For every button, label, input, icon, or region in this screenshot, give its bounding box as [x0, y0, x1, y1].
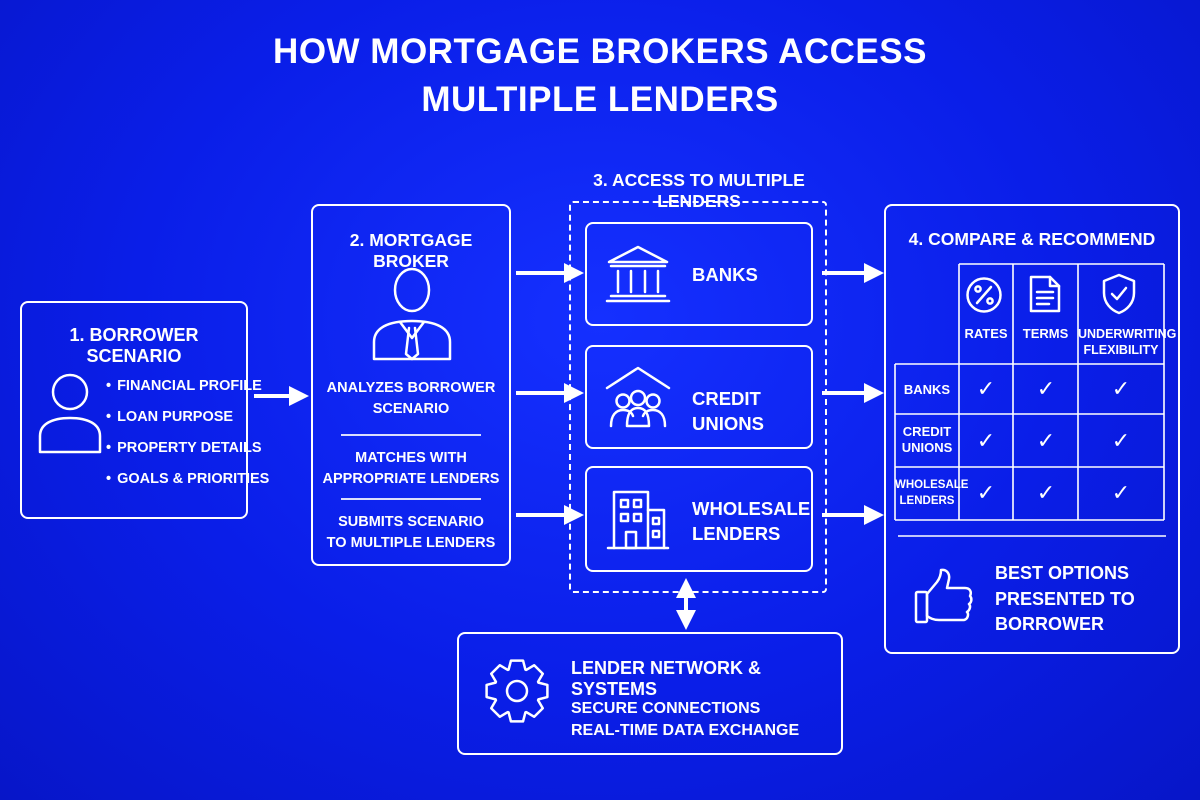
check-mark: ✓: [976, 428, 996, 453]
lender-network-panel: LENDER NETWORK & SYSTEMS SECURE CONNECTI…: [457, 632, 843, 755]
broker-step-submit: SUBMITS SCENARIO TO MULTIPLE LENDERS: [313, 512, 509, 554]
step-line: MATCHES WITH: [355, 450, 467, 466]
step-line: APPROPRIATE LENDERS: [322, 471, 500, 487]
thumbs-up-icon: [914, 568, 973, 624]
network-heading: LENDER NETWORK & SYSTEMS: [571, 658, 761, 699]
divider: [341, 498, 481, 500]
percent-icon: [966, 277, 1002, 313]
network-details: SECURE CONNECTIONS REAL-TIME DATA EXCHAN…: [571, 698, 799, 742]
divider: [341, 434, 481, 436]
column-header-line: FLEXIBILITY: [1083, 343, 1159, 357]
list-item: FINANCIAL PROFILE: [106, 374, 269, 405]
network-line: REAL-TIME DATA EXCHANGE: [571, 722, 800, 739]
lender-card-credit-unions: CREDIT UNIONS: [585, 345, 813, 449]
page-title: HOW MORTGAGE BROKERS ACCESS MULTIPLE LEN…: [0, 28, 1200, 124]
bank-icon: [605, 245, 671, 303]
column-header-underwriting: UNDERWRITING FLEXIBILITY: [1078, 326, 1177, 358]
title-line-2: MULTIPLE LENDERS: [421, 80, 779, 119]
step-line: TO MULTIPLE LENDERS: [326, 535, 496, 551]
office-building-icon: [606, 490, 670, 550]
lender-label-banks: BANKS: [692, 262, 758, 287]
broker-step-match: MATCHES WITH APPROPRIATE LENDERS: [313, 448, 509, 490]
list-item: PROPERTY DETAILS: [106, 436, 269, 467]
column-header-terms: TERMS: [1013, 326, 1078, 342]
result-line: PRESENTED TO: [995, 588, 1135, 609]
result-line: BORROWER: [995, 614, 1104, 634]
row-header-banks: BANKS: [895, 382, 959, 398]
row-header-line: BANKS: [903, 382, 951, 397]
check-mark: ✓: [1036, 428, 1056, 453]
compare-recommend-panel: 4. COMPARE & RECOMMEND: [884, 204, 1180, 654]
row-header-credit-unions: CREDIT UNIONS: [895, 424, 959, 456]
check-mark: ✓: [976, 480, 996, 505]
borrower-heading: 1. BORROWER SCENARIO: [69, 325, 199, 366]
mortgage-broker-panel: 2. MORTGAGE BROKER ANALYZES BORROWER SCE…: [311, 204, 511, 566]
row-header-wholesale: WHOLESALE LENDERS: [895, 477, 969, 509]
step-line: SUBMITS SCENARIO: [338, 514, 484, 530]
check-mark: ✓: [1111, 428, 1131, 453]
broker-step-analyze: ANALYZES BORROWER SCENARIO: [313, 378, 509, 420]
check-mark: ✓: [1036, 480, 1056, 505]
check-mark: ✓: [1111, 376, 1131, 401]
lender-label-line: WHOLESALE: [692, 498, 811, 519]
check-mark: ✓: [1036, 376, 1056, 401]
row-header-line: CREDIT: [902, 424, 952, 439]
column-header-line: TERMS: [1022, 326, 1069, 341]
lender-label-credit-unions: CREDIT UNIONS: [692, 386, 811, 436]
lender-card-banks: BANKS: [585, 222, 813, 326]
title-line-1: HOW MORTGAGE BROKERS ACCESS: [273, 32, 927, 71]
compare-heading: 4. COMPARE & RECOMMEND: [908, 229, 1156, 249]
lenders-dashed-group: [569, 201, 827, 593]
shield-check-icon: [1102, 273, 1136, 315]
broker-heading: 2. MORTGAGE BROKER: [349, 230, 473, 271]
lender-label-line: LENDERS: [692, 523, 781, 544]
check-mark: ✓: [976, 376, 996, 401]
lender-label-line: BANKS: [692, 264, 758, 285]
borrower-items-list: FINANCIAL PROFILE LOAN PURPOSE PROPERTY …: [106, 374, 269, 498]
credit-union-icon: [605, 366, 671, 428]
broker-person-icon: [372, 267, 452, 361]
row-header-line: UNIONS: [901, 440, 953, 455]
list-item: GOALS & PRIORITIES: [106, 467, 269, 498]
document-icon: [1029, 275, 1061, 313]
best-options-text: BEST OPTIONS PRESENTED TO BORROWER: [995, 561, 1135, 638]
row-header-line: WHOLESALE: [895, 479, 969, 491]
person-icon: [38, 373, 102, 454]
column-header-line: RATES: [964, 326, 1008, 341]
column-header-line: UNDERWRITING: [1078, 327, 1177, 341]
network-line: SECURE CONNECTIONS: [571, 700, 761, 717]
lender-card-wholesale: WHOLESALE LENDERS: [585, 466, 813, 572]
check-mark: ✓: [1111, 480, 1131, 505]
lender-label-line: CREDIT UNIONS: [692, 388, 764, 434]
step-line: SCENARIO: [372, 401, 450, 417]
list-item: LOAN PURPOSE: [106, 405, 269, 436]
column-header-rates: RATES: [959, 326, 1013, 342]
result-line: BEST OPTIONS: [995, 563, 1130, 583]
row-header-line: LENDERS: [899, 495, 955, 507]
step-line: ANALYZES BORROWER: [326, 380, 496, 396]
lender-label-wholesale: WHOLESALE LENDERS: [692, 496, 810, 546]
gear-icon: [485, 659, 549, 723]
